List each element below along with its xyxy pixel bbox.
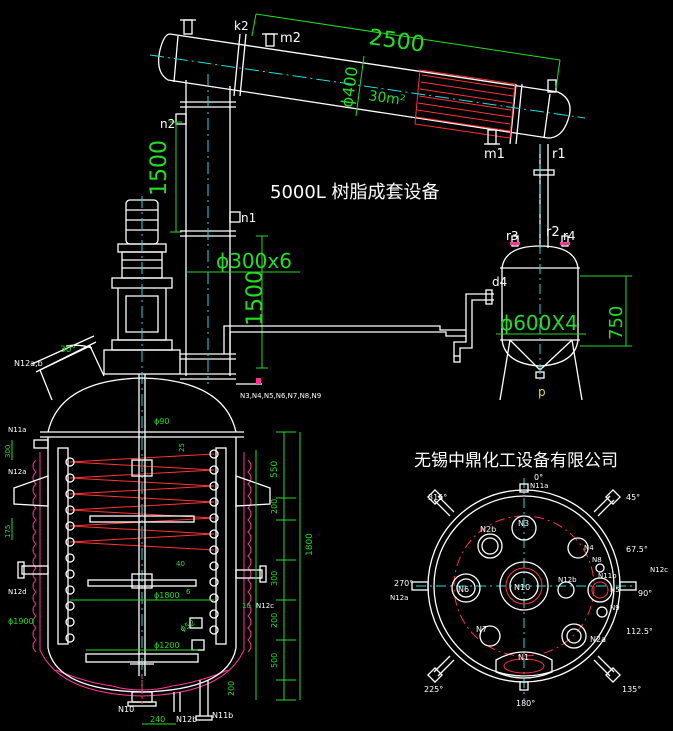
angle-225: 225° — [424, 685, 443, 694]
nozzle-m2: m2 — [280, 31, 301, 46]
nozzle-k2: k2 — [234, 19, 249, 33]
plan-n12b: N12b — [558, 576, 577, 584]
plan-n8: N8 — [592, 556, 602, 564]
receiver-height: 750 — [606, 306, 627, 340]
nozzle-r4: r4 — [563, 229, 576, 243]
nozzle-n12a: N12a — [8, 468, 26, 476]
nozzle-p: p — [538, 385, 546, 399]
plan-n2a: N2a — [590, 635, 606, 644]
company-name: 无锡中鼎化工设备有限公司 — [414, 451, 618, 471]
heating-coil — [65, 449, 219, 643]
plan-n9: N9 — [610, 604, 620, 612]
dim-200-a: 200 — [270, 499, 279, 514]
drawing-title: 5000L 树脂成套设备 — [270, 182, 440, 203]
reactor-elevation: N12a,b 30° — [4, 196, 315, 725]
column-height-2: 1500 — [243, 270, 268, 326]
nozzle-group-label: N3,N4,N5,N6,N7,N8,N9 — [240, 392, 321, 400]
dim-left-175: 175 — [4, 525, 12, 538]
angle-0: 0° — [534, 473, 543, 482]
plan-n7: N7 — [476, 625, 487, 634]
nozzle-n10: N10 — [118, 705, 134, 714]
nozzle-n12b: N12b — [176, 715, 197, 724]
manhole-label: N12a,b — [14, 359, 43, 368]
motor-drive — [103, 196, 181, 700]
angle-135: 135° — [622, 685, 641, 694]
dim-200-b: 200 — [270, 613, 279, 628]
vapor-column: 1500 ϕ300x6 1500 n2 n1 N3,N4,N5,N6,N7,N8… — [147, 74, 321, 400]
jacket-dia: ϕ1900 — [8, 617, 34, 626]
dim-40: 40 — [176, 560, 185, 568]
plan-n2b: N2b — [480, 525, 496, 534]
plan-n12a: N12a — [390, 594, 408, 602]
dim-left-300: 300 — [4, 445, 12, 458]
bottom-dia: ϕ52 — [179, 618, 197, 634]
nozzle-n11b: N11b — [212, 711, 233, 720]
dim-300: 300 — [270, 571, 279, 586]
nozzle-r2: r2 — [546, 225, 560, 240]
plan-n5: N5 — [610, 586, 620, 594]
nozzle-r3: r3 — [506, 229, 519, 243]
plan-view: 0° 45° 67.5° 90° 112.5° 135° 180° 225° 2… — [390, 473, 668, 708]
dim-200-c: 200 — [227, 681, 236, 696]
tube-bundle — [414, 69, 516, 139]
coil-dia: ϕ1200 — [154, 641, 180, 650]
nozzle-n1: n1 — [241, 211, 256, 225]
manhole: N12a,b 30° — [14, 335, 105, 401]
nozzle-n12d: N12d — [8, 588, 27, 596]
nozzle-n11a: N11a — [8, 426, 26, 434]
shaft-dia: ϕ90 — [154, 417, 169, 426]
angle-90: 90° — [638, 589, 652, 598]
dim-550: 550 — [270, 461, 280, 478]
angle-67-5: 67.5° — [626, 545, 648, 554]
manhole-angle: 30° — [60, 345, 76, 355]
inner-dia: ϕ1800 — [154, 591, 180, 600]
plan-n4: N4 — [584, 544, 594, 552]
nozzle-m1: m1 — [484, 147, 505, 162]
dim-10: 10 — [242, 602, 251, 610]
condenser: 2500 ϕ400 30m² k2 m2 m1 r1 — [149, 13, 586, 162]
column-height: 1500 — [147, 140, 172, 196]
column-size: ϕ300x6 — [216, 249, 292, 273]
nozzle-r1: r1 — [552, 147, 566, 162]
nozzle-n12c: N12c — [256, 602, 274, 610]
plan-n3: N3 — [518, 519, 529, 528]
receiver: ϕ600X4 750 r3 r2 r4 d4 p — [223, 144, 632, 401]
plan-n11b: N11b — [598, 572, 617, 580]
plan-n1: N1 — [518, 653, 529, 662]
nozzle-d4: d4 — [492, 275, 507, 289]
dim-500: 500 — [270, 653, 279, 668]
plan-n10: N10 — [514, 583, 530, 592]
condenser-area: 30m² — [367, 88, 406, 109]
angle-180: 180° — [516, 699, 535, 708]
dim-25: 25 — [178, 443, 186, 452]
angle-45: 45° — [626, 493, 640, 502]
angle-315: 315° — [428, 493, 447, 502]
angle-270: 270° — [394, 579, 413, 588]
plan-n11a: N11a — [530, 482, 548, 490]
condenser-length: 2500 — [367, 25, 426, 58]
angle-112-5: 112.5° — [626, 627, 653, 636]
dim-1800: 1800 — [305, 533, 315, 556]
dim-240: 240 — [150, 715, 165, 724]
dim-6: 6 — [186, 588, 191, 596]
nozzle-n2: n2 — [160, 117, 175, 131]
plan-n12c: N12c — [650, 566, 668, 574]
receiver-size: ϕ600X4 — [500, 311, 578, 335]
plan-n6: N6 — [458, 585, 469, 594]
